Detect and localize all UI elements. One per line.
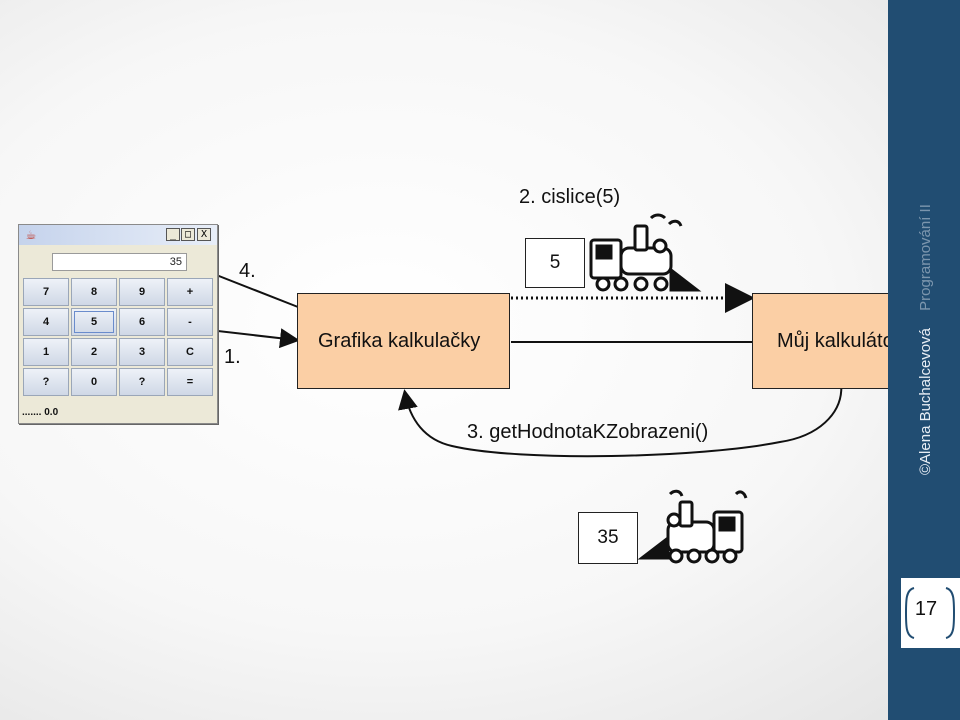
minimize-button[interactable]: _: [166, 228, 180, 241]
maximize-button[interactable]: □: [181, 228, 195, 241]
page-number-brackets: [905, 587, 955, 639]
key-minus[interactable]: -: [167, 308, 213, 336]
step4-label: 4.: [239, 260, 256, 282]
key-6[interactable]: 6: [119, 308, 165, 336]
sidebar-vertical-text: ©Alena Buchalcevová Programování II: [912, 204, 960, 475]
calculator-display[interactable]: 35: [52, 253, 187, 271]
key-equals[interactable]: =: [167, 368, 213, 396]
step2-label: 2. cislice(5): [519, 186, 621, 208]
key-9[interactable]: 9: [119, 278, 165, 306]
course-title: Programování II: [917, 204, 934, 311]
value-box-5: 5: [525, 238, 585, 288]
locomotive-icon: [589, 213, 702, 292]
close-button[interactable]: X: [197, 228, 211, 241]
step1-label: 1.: [224, 346, 241, 368]
key-plus[interactable]: +: [167, 278, 213, 306]
key-8[interactable]: 8: [71, 278, 117, 306]
page-number: 17: [914, 598, 938, 620]
key-clear[interactable]: C: [167, 338, 213, 366]
key-2[interactable]: 2: [71, 338, 117, 366]
author-credit: ©Alena Buchalcevová: [917, 328, 934, 475]
grafika-kalkulacky-box: Grafika kalkulačky: [297, 293, 510, 389]
key-7[interactable]: 7: [23, 278, 69, 306]
key-unknown[interactable]: ?: [119, 368, 165, 396]
key-1[interactable]: 1: [23, 338, 69, 366]
key-4[interactable]: 4: [23, 308, 69, 336]
calculator-status: ....... 0.0: [22, 407, 59, 418]
key-3[interactable]: 3: [119, 338, 165, 366]
diagram-connectors: [103, 213, 843, 564]
key-0[interactable]: 0: [71, 368, 117, 396]
muj-kalkulator-label: Můj kalkulátor: [777, 330, 901, 352]
step3-label: 3. getHodnotaKZobrazeni(): [467, 421, 709, 443]
java-app-icon: ☕: [25, 228, 37, 242]
value-box-35: 35: [578, 512, 638, 564]
window-titlebar[interactable]: ☕ _ □ X: [19, 225, 217, 245]
locomotive-icon: [637, 489, 748, 564]
key-5[interactable]: 5: [71, 308, 117, 336]
calculator-window: ☕ _ □ X 35 7 8 9 + 4 5 6 - 1 2 3 C ? 0 ?…: [18, 224, 218, 424]
grafika-kalkulacky-label: Grafika kalkulačky: [318, 330, 481, 352]
key-unknown[interactable]: ?: [23, 368, 69, 396]
